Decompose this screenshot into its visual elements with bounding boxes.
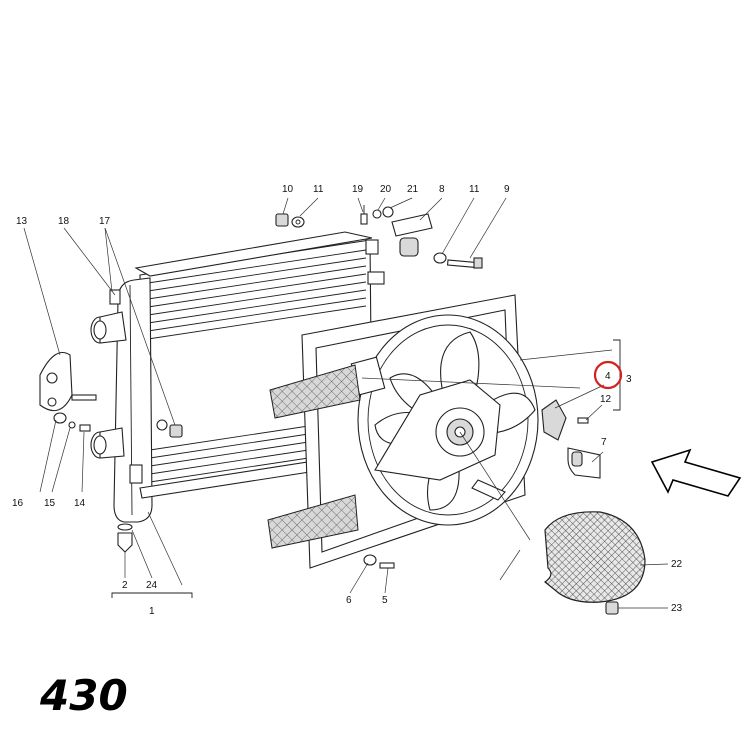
highlight-circle — [593, 360, 623, 390]
fan-shroud — [267, 294, 539, 569]
callout-17: 17 — [99, 216, 111, 227]
leader-lines — [23, 197, 669, 609]
callout-11: 11 — [313, 184, 324, 195]
callout-19: 19 — [352, 184, 364, 195]
model-number-logo: 430 — [39, 671, 128, 720]
callout-7: 7 — [601, 437, 607, 448]
callout-8: 8 — [439, 184, 445, 195]
callout-11: 11 — [469, 184, 480, 195]
callout-15: 15 — [44, 498, 56, 509]
callout-23: 23 — [671, 603, 683, 614]
right-hardware — [363, 399, 646, 615]
callout-16: 16 — [12, 498, 24, 509]
front-arrow-icon — [650, 448, 742, 497]
callout-4: 4 — [605, 371, 611, 382]
top-hardware — [275, 205, 483, 269]
callout-21: 21 — [407, 184, 419, 195]
callout-1: 1 — [149, 606, 155, 617]
callout-6: 6 — [346, 595, 352, 606]
callout-20: 20 — [380, 184, 392, 195]
callout-5: 5 — [382, 595, 388, 606]
callout-labels: 10 11 19 20 21 8 11 9 13 18 17 16 15 14 … — [12, 184, 683, 617]
callout-18: 18 — [58, 216, 70, 227]
callout-12: 12 — [600, 394, 612, 405]
callout-2: 2 — [122, 580, 128, 591]
callout-14: 14 — [74, 498, 86, 509]
callout-10: 10 — [282, 184, 294, 195]
callout-24: 24 — [146, 580, 158, 591]
callout-13: 13 — [16, 216, 28, 227]
left-hardware — [39, 289, 183, 553]
callout-22: 22 — [671, 559, 683, 570]
callout-9: 9 — [504, 184, 510, 195]
callout-3: 3 — [626, 374, 632, 385]
